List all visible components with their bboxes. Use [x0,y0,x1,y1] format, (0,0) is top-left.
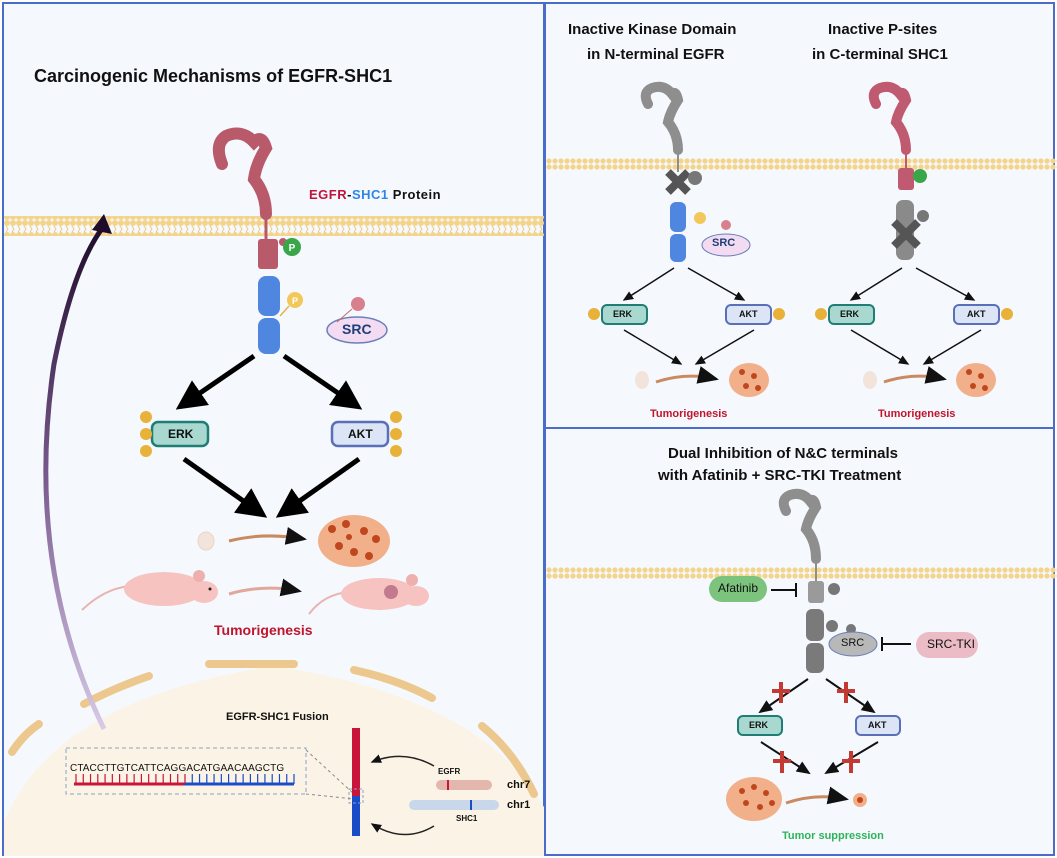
bottom-right-panel-dual-inhibition: Dual Inhibition of N&C terminals with Af… [544,427,1057,856]
tumorigenesis-label: Tumorigenesis [214,622,313,638]
egfr-gene-label: EGFR [438,767,461,776]
afatinib-drug [709,576,767,602]
tumor-icon [956,363,996,397]
shc1-domain-1 [258,276,280,316]
arrow-to-erk [175,353,256,410]
fusion-title: EGFR-SHC1 Fusion [226,711,329,723]
protein-label: EGFR-SHC1 Protein [309,187,442,202]
block-cross-icon [772,682,790,703]
cell-membrane [4,216,547,236]
egfr-shc1-protein: P P [212,127,303,354]
shc1-label: SHC1 [351,187,389,202]
normal-cell-icon [197,531,215,551]
subpanel2-title-line1: Inactive P-sites [828,21,938,38]
bottom-right-title-line1: Dual Inhibition of N&C terminals [668,445,899,462]
left-panel-title: Carcinogenic Mechanisms of EGFR-SHC1 [34,66,393,86]
src-kinase [828,631,878,657]
erk-label: ERK [168,427,194,441]
phospho-yellow-icon [287,292,303,308]
src-kinase [326,297,388,344]
phospho-green-icon [283,238,301,256]
x-mark-icon [665,169,691,195]
mouse-with-tumor-icon [308,574,429,615]
dna-ticks [75,774,295,784]
erk-node [737,715,783,736]
akt-label: AKT [868,720,887,730]
akt-node [855,715,901,736]
left-panel-graphic: P P [4,127,547,856]
receptor-treated [778,488,856,673]
tumorigenesis-label: Tumorigenesis [650,408,728,420]
arrow-to-akt [282,353,363,410]
fused-chromosome-shc1-part [352,796,360,836]
shc1-domain-2 [258,318,280,354]
erk-label: ERK [613,309,633,319]
block-cross-icon [842,751,860,773]
src-label: SRC [841,637,865,649]
tumor-icon [318,515,390,567]
mouse-before-icon [81,570,218,611]
top-right-panel-mutations: Inactive Kinase Domain in N-terminal EGF… [544,2,1057,429]
x-mark-icon [891,219,921,249]
erk-label: ERK [749,720,769,730]
afatinib-label: Afatinib [718,581,759,595]
dna-sequence: CTACCTTGTCATTCAGGACATGAACAAGCTG [70,763,285,774]
bottom-right-title-line2: with Afatinib + SRC-TKI Treatment [658,467,902,484]
receptor-inactive-kinase [640,81,751,262]
tumor-icon [729,363,769,397]
block-cross-icon [837,682,855,703]
erk-label: ERK [840,309,860,319]
svg-text:P: P [289,243,296,254]
subpanel1-title-line2: in N-terminal EGFR [587,46,725,63]
tumor-icon [726,777,782,821]
extracellular-domain [212,127,273,220]
tumorigenesis-label: Tumorigenesis [878,408,956,420]
receptor-inactive-psites [868,81,929,260]
cell-membrane [546,564,1057,580]
akt-label: AKT [739,309,758,319]
subpanel2-title-line2: in C-terminal SHC1 [812,46,948,63]
svg-text:P: P [292,296,298,306]
chr1-icon [409,800,499,810]
shc1-gene-label: SHC1 [456,814,478,823]
block-cross-icon [773,751,791,773]
egfr-label: EGFR [309,187,348,202]
cell-membrane [546,154,1057,170]
subpanel1-title-line1: Inactive Kinase Domain [568,21,737,38]
fused-chromosome-egfr-part [352,728,360,796]
src-tki-label: SRC-TKI [927,637,975,651]
left-panel-carcinogenic-mechanisms: P P [2,2,547,856]
akt-label: AKT [348,427,373,441]
tumor-suppression-label: Tumor suppression [782,830,884,842]
top-right-graphic [546,81,1057,397]
arrowhead-icon [92,214,112,234]
src-label: SRC [712,237,736,249]
src-tki-drug [916,632,978,658]
translation-arrow [43,224,107,731]
akt-node [330,411,402,457]
chr1-label: chr1 [507,799,531,811]
sequence-zoom-box [65,747,307,795]
chr7-label: chr7 [507,779,531,791]
egfr-kinase-domain [258,239,278,269]
src-label: SRC [342,321,372,337]
bottom-right-graphic [546,488,1057,821]
erk-node [140,411,210,457]
chr7-icon [436,780,492,790]
akt-label: AKT [967,309,986,319]
